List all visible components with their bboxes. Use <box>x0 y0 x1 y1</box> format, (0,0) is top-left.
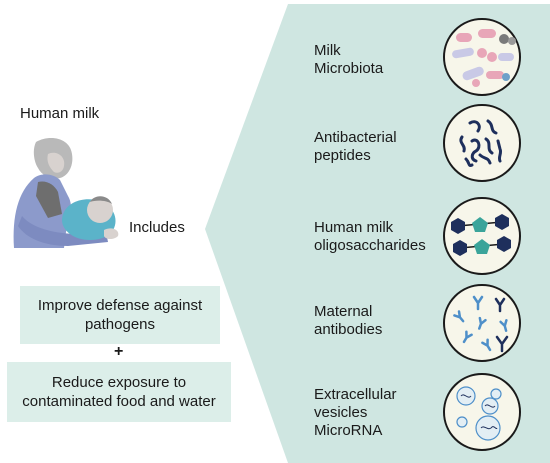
antibody-icon <box>443 284 521 362</box>
includes-label: Includes <box>129 219 185 236</box>
bacteria-icon <box>443 18 521 96</box>
vesicle-icon <box>443 373 521 451</box>
oligosaccharide-chain-icon <box>443 197 521 275</box>
title-human-milk: Human milk <box>20 105 100 122</box>
peptide-strands-icon <box>443 104 521 182</box>
mother-breastfeeding-icon <box>13 138 119 248</box>
plus-sign: + <box>114 343 124 360</box>
